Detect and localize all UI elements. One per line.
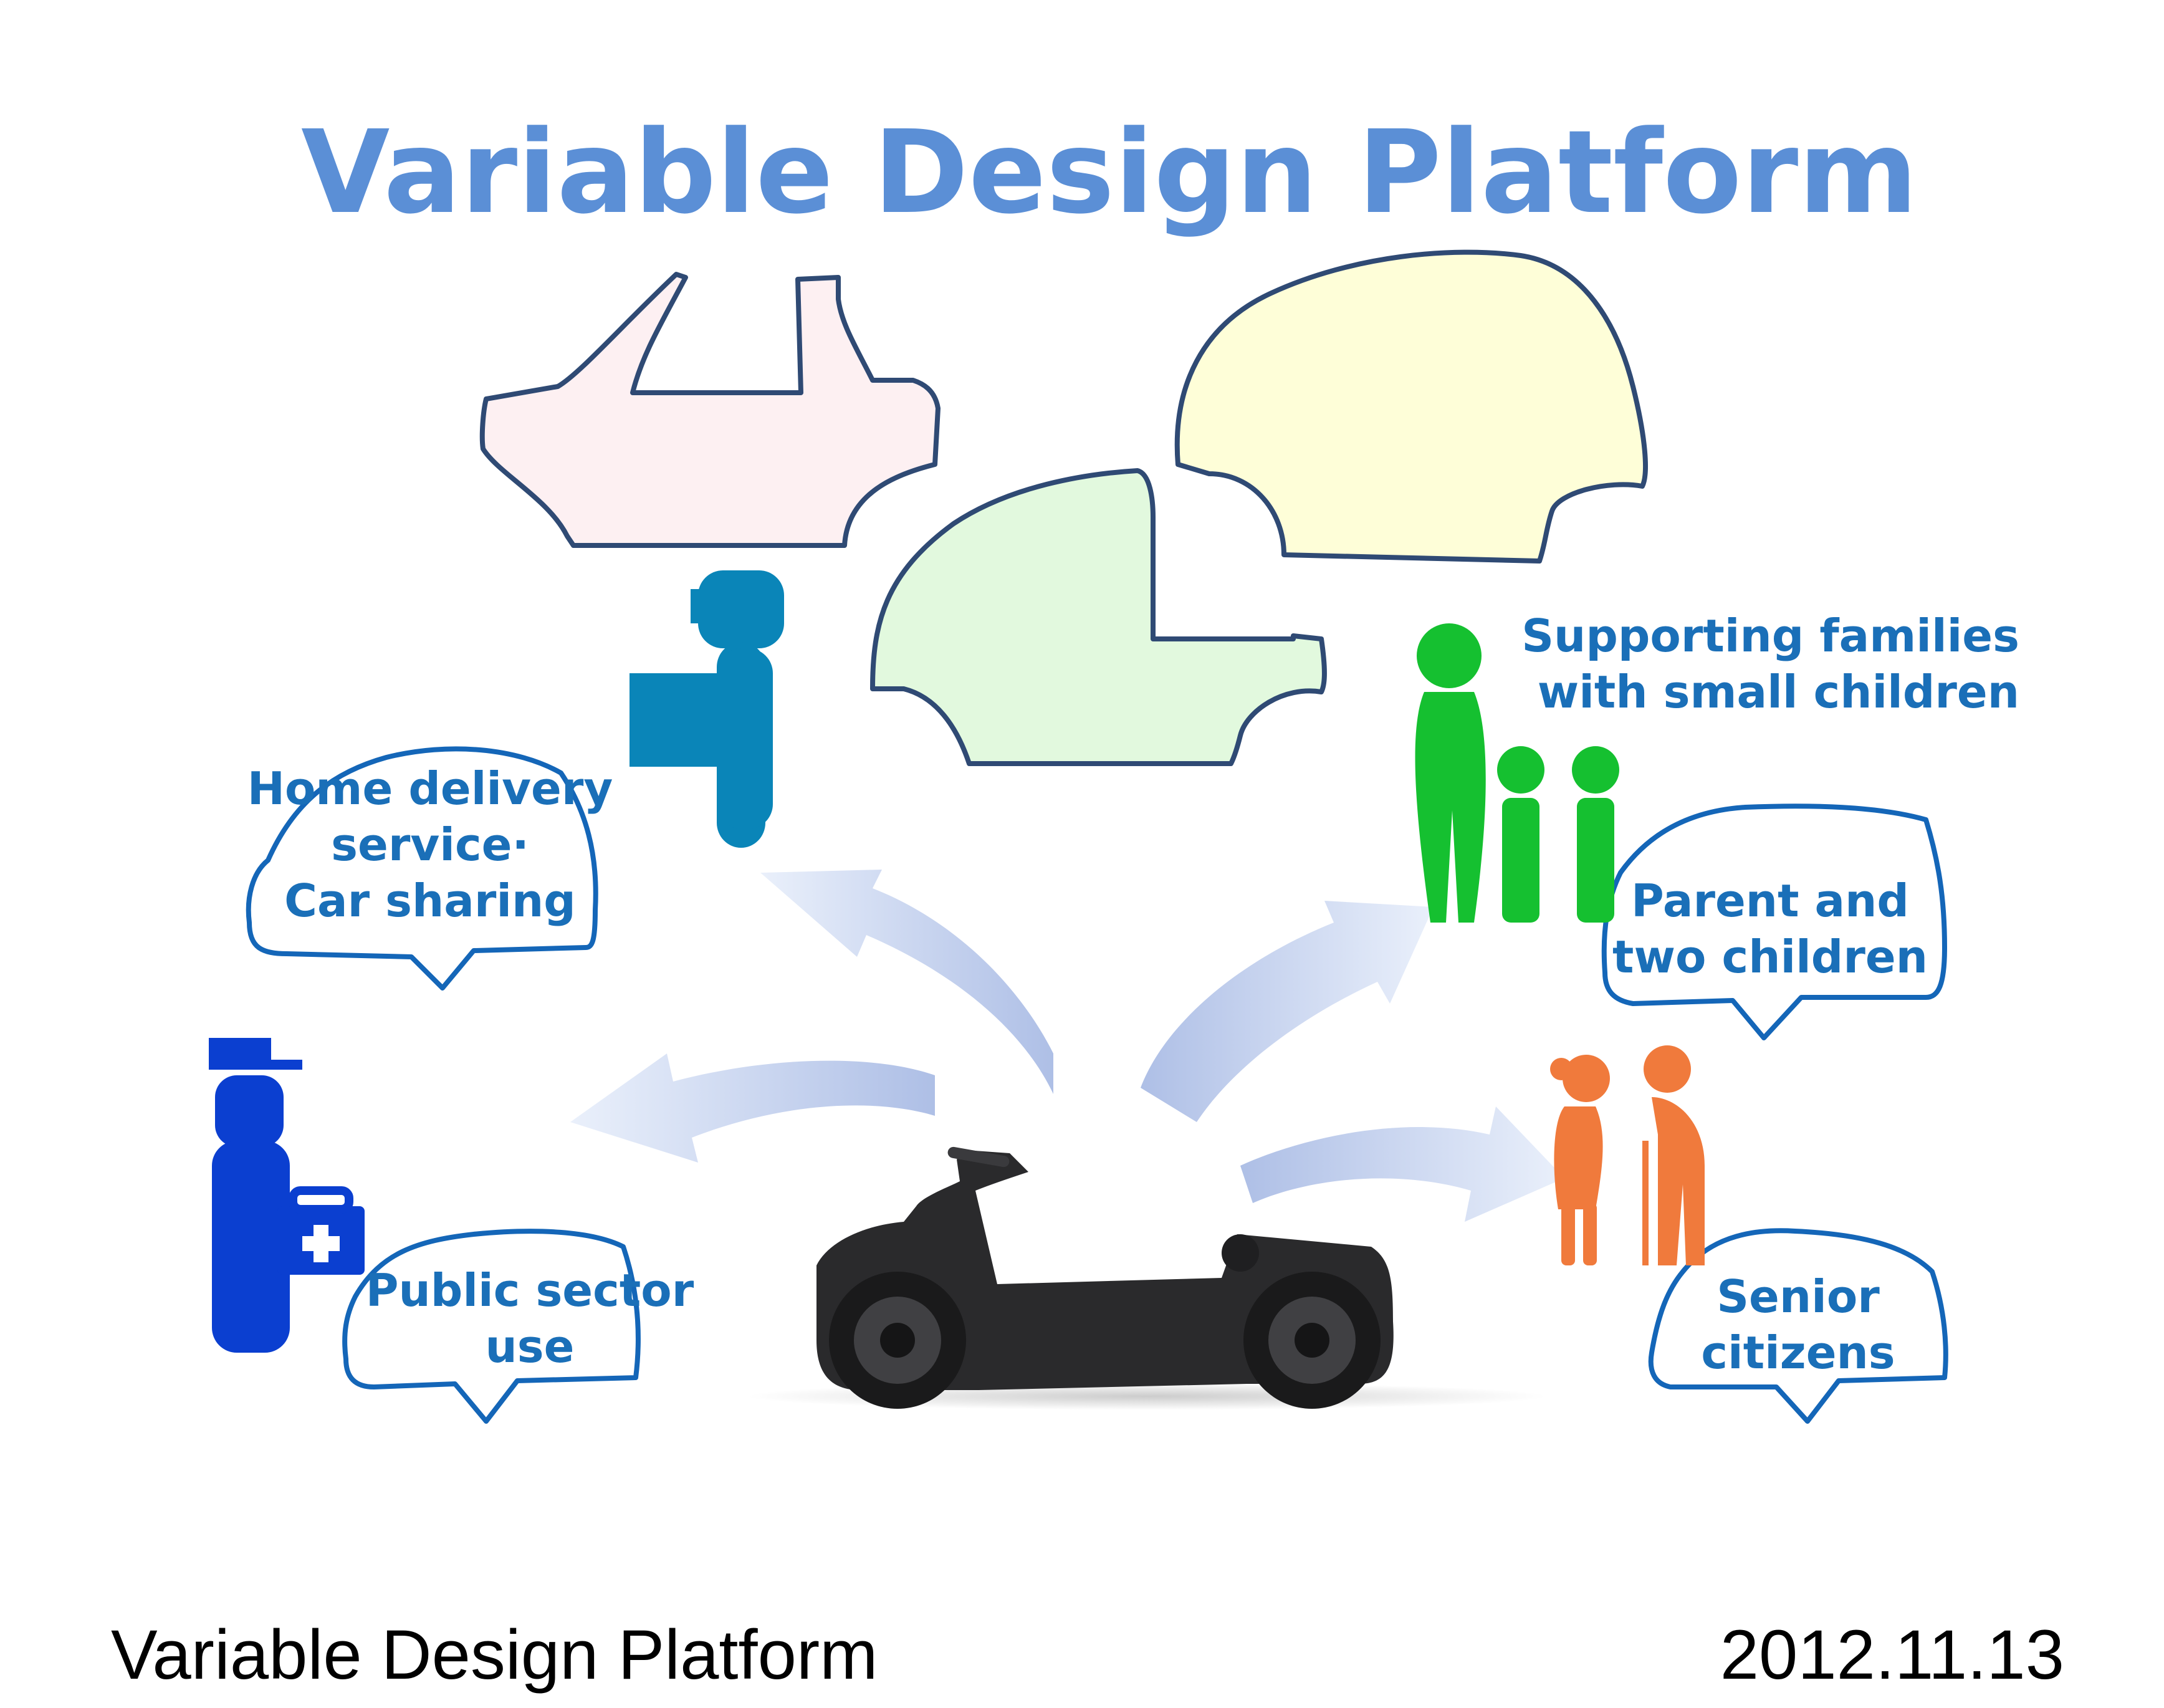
elderly-couple-with-cane-icon	[1550, 1045, 1705, 1265]
footer-caption: Variable Design Platform	[111, 1616, 878, 1694]
car-bubble-parent-children	[1601, 804, 1947, 1040]
arrow-to-public	[570, 1053, 935, 1163]
page-title: Variable Design Platform	[301, 106, 1918, 239]
delivery-worker-with-box-icon	[630, 570, 784, 848]
mother-with-two-children-icon	[1415, 623, 1619, 923]
arrow-to-seniors	[1240, 1106, 1564, 1222]
vehicle-chassis-platform-icon	[748, 1146, 1546, 1410]
label-public-sector: Public sector use	[365, 1264, 694, 1373]
label-parent-children: Parent and two children	[1612, 875, 1928, 983]
worker-with-first-aid-kit-icon	[209, 1038, 365, 1353]
footer-date: 2012.11.13	[1720, 1616, 2064, 1694]
car-bubble-home-delivery	[246, 746, 598, 991]
van-body-shape	[1174, 249, 1648, 564]
pickup-body-shape	[870, 468, 1327, 766]
convertible-body-shape	[479, 272, 941, 548]
label-supporting-families: Supporting families with small children	[1521, 610, 2019, 718]
car-bubble-senior	[1648, 1228, 1948, 1424]
arrow-to-family	[1141, 901, 1434, 1122]
label-home-delivery: Home delivery service· Car sharing	[247, 762, 613, 927]
car-bubble-public-sector	[342, 1229, 641, 1424]
arrow-to-delivery	[760, 870, 1053, 1094]
label-senior-citizens: Senior citizens	[1701, 1270, 1895, 1379]
